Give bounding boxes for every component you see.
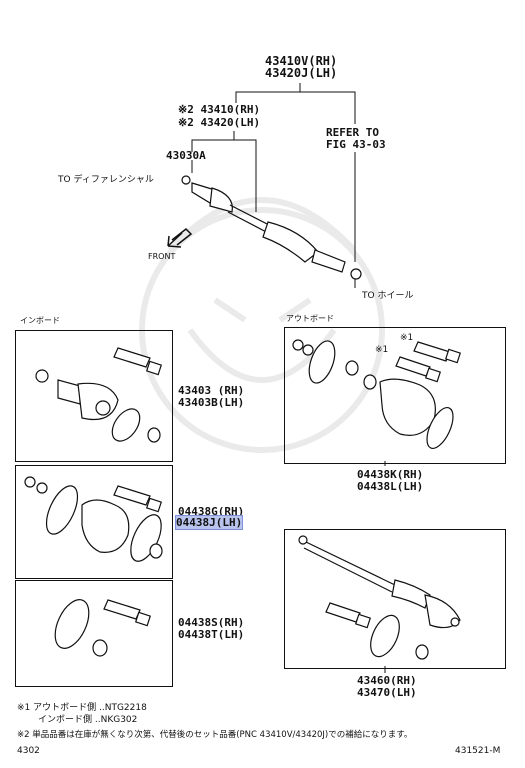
outboard-boot-illustration <box>292 339 462 449</box>
outboard-boot-box <box>284 327 506 464</box>
to-diff-label: TO ディファレンシャル <box>58 175 154 185</box>
note1-line1: ※1 アウトボード側 ..NTG2218 <box>17 703 147 713</box>
outboard-boot-rh: 04438K(RH) <box>357 468 424 481</box>
outboard-shaft-lh: 43470(LH) <box>357 686 417 699</box>
note1-callout-b: ※1 <box>375 345 389 355</box>
inboard-joint-rh: 43403 (RH) <box>178 384 245 397</box>
outboard-shaft-illustration <box>298 535 461 660</box>
shaft-lh-label: ※2 43420(LH) <box>178 116 261 129</box>
figure-code: 431521-M <box>455 746 501 756</box>
inboard-boot-box <box>15 465 173 579</box>
inboard-clamp-rh: 04438S(RH) <box>178 616 245 629</box>
shaft-rh-label: ※2 43410(RH) <box>178 103 261 116</box>
note1-callout-a: ※1 <box>400 333 414 343</box>
page-number: 4302 <box>17 746 40 756</box>
outboard-boot-lh: 04438L(LH) <box>357 480 424 493</box>
inboard-joint-box <box>15 330 173 462</box>
outboard-shaft-box <box>284 529 506 669</box>
to-wheel-label: TO ホイール <box>362 291 414 301</box>
inboard-clamp-box <box>15 580 173 687</box>
assembly-rh-label: 43410V(RH) <box>265 54 338 68</box>
inboard-section-label: インボード <box>20 316 60 325</box>
front-arrow-icon <box>167 227 193 248</box>
highlighted-part-number[interactable]: 04438J(LH) <box>174 515 244 530</box>
refer-line1: REFER TO <box>326 126 379 139</box>
assembly-lh-label: 43420J(LH) <box>265 66 338 80</box>
drive-shaft-illustration <box>181 175 362 280</box>
inboard-joint-illustration <box>35 347 163 443</box>
inboard-joint-lh: 43403B(LH) <box>178 396 245 409</box>
outboard-section-label: アウトボード <box>286 314 334 323</box>
refer-line2: FIG 43-03 <box>326 138 386 151</box>
note2: ※2 単品品番は在庫が無くなり次第、代替後のセット品番(PNC 43410V/4… <box>17 730 413 740</box>
note1-line2: インボード側 ..NKG302 <box>38 715 138 725</box>
inboard-clamp-lh: 04438T(LH) <box>178 628 245 641</box>
inboard-boot-lh: 04438J(LH) <box>174 515 244 530</box>
front-label: FRONT <box>148 252 176 261</box>
leader-lines <box>191 83 356 288</box>
inboard-boot-illustration <box>24 476 163 562</box>
part-43030a-label: 43030A <box>166 149 206 162</box>
outboard-shaft-rh: 43460(RH) <box>357 674 417 687</box>
inboard-clamp-illustration <box>54 599 152 657</box>
inboard-boot-rh: 04438G(RH) <box>178 505 245 518</box>
